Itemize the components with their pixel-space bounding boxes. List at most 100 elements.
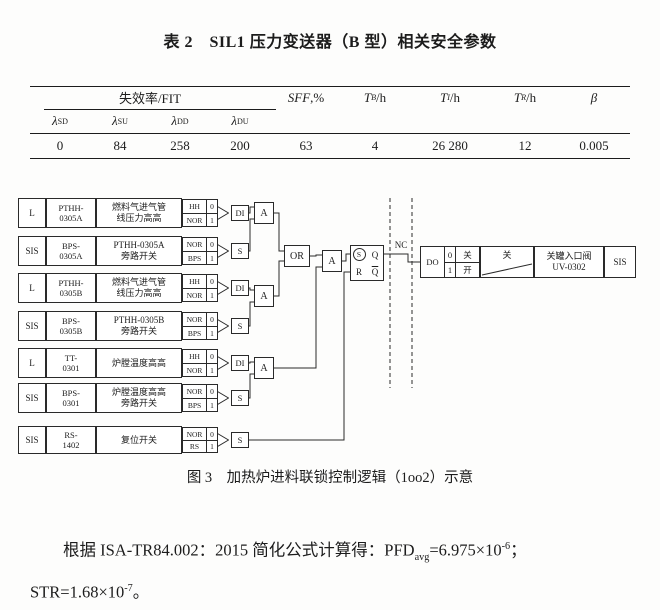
desc-line: 线压力高高 bbox=[116, 288, 162, 298]
lambda-sub: SD bbox=[57, 116, 68, 126]
io-type-box: S bbox=[231, 243, 249, 259]
desc-line: 旁路开关 bbox=[120, 398, 157, 408]
io-type-box: DI bbox=[231, 280, 249, 296]
state-bit: 1 bbox=[206, 251, 217, 264]
state-label: NOR bbox=[183, 363, 206, 376]
lambda-base: λ bbox=[171, 113, 177, 128]
body-paragraph: 根据 ISA-TR84.002：2015 简化公式计算得：PFDavg=6.97… bbox=[30, 526, 636, 610]
desc-box: 炉膛温度高高 bbox=[96, 348, 182, 378]
tag-line: 0305B bbox=[59, 326, 83, 336]
tag-line: RS- bbox=[64, 429, 78, 440]
pfd-subscript: avg bbox=[414, 551, 430, 563]
q-bar-output: Q bbox=[371, 266, 379, 277]
lambda-sub: SU bbox=[117, 116, 128, 126]
tag-line: 1402 bbox=[62, 440, 80, 450]
signal-triangle-icon bbox=[217, 391, 229, 405]
header-suffix: /h bbox=[526, 89, 537, 105]
io-type-box: DI bbox=[231, 355, 249, 371]
source-type-box: SIS bbox=[18, 311, 46, 341]
group-header-underline bbox=[44, 109, 276, 110]
header-base: T bbox=[439, 89, 448, 105]
lambda-sub: DU bbox=[237, 116, 249, 126]
tag-box: RS-1402 bbox=[46, 426, 96, 454]
tag-line: TT- bbox=[64, 352, 78, 363]
do-bit: 0 bbox=[445, 247, 456, 262]
desc-line: 炉膛温度高高 bbox=[111, 357, 166, 368]
figure-caption: 图 3 加热炉进料联锁控制逻辑（1oo2）示意 bbox=[186, 470, 474, 486]
state-label: NOR bbox=[186, 315, 203, 324]
tag-line: 0301 bbox=[62, 398, 80, 408]
desc-box: 燃料气进气管线压力高高 bbox=[96, 273, 182, 303]
state-bit: 0 bbox=[206, 238, 217, 251]
exponent: -6 bbox=[501, 541, 511, 552]
header-base: SFF bbox=[287, 89, 311, 105]
state-label: NOR bbox=[186, 429, 203, 439]
state-bit: 0 bbox=[206, 313, 217, 326]
tag-line: PTHH- bbox=[58, 277, 84, 288]
valve-desc-box: 关罐入口阀 UV-0302 bbox=[534, 246, 604, 278]
signal-triangle-icon bbox=[217, 244, 229, 258]
tag-box: PTHH-0305B bbox=[46, 273, 96, 303]
signal-triangle-icon bbox=[217, 206, 229, 220]
signal-triangle-icon bbox=[217, 281, 229, 295]
header-base: T bbox=[363, 89, 372, 105]
signal-triangle-icon bbox=[217, 319, 229, 333]
set-input: S bbox=[352, 248, 366, 261]
cell-value: 12 bbox=[518, 137, 532, 153]
col-group-failure-rate: 失效率/FIT bbox=[118, 91, 182, 106]
cell-value: 84 bbox=[113, 137, 127, 153]
state-label: BPS bbox=[183, 251, 206, 264]
state-bit: 1 bbox=[206, 398, 217, 411]
paragraph-line-2: STR=1.68×10-7。 bbox=[30, 568, 636, 610]
tag-line: 0305A bbox=[59, 251, 83, 261]
table-data-row: 0 84 258 200 63 4 26 280 12 0.005 bbox=[30, 135, 630, 156]
lambda-base: λ bbox=[231, 113, 237, 128]
io-type-box: S bbox=[231, 390, 249, 406]
cell-value: 63 bbox=[299, 137, 313, 153]
table-title: 表 2 SIL1 压力变送器（B 型）相关安全参数 bbox=[163, 34, 497, 51]
text-segment: 根据 ISA-TR84.002：2015 简化公式计算得：PFD bbox=[63, 540, 415, 560]
tag-box: TT-0301 bbox=[46, 348, 96, 378]
header-sub: R bbox=[521, 93, 527, 102]
cell-value: 258 bbox=[170, 137, 190, 153]
signal-triangle-icon bbox=[217, 433, 229, 447]
state-bit: 0 bbox=[206, 275, 217, 288]
valve-action-box: 关 bbox=[480, 246, 534, 278]
cell-value: 26 280 bbox=[432, 137, 468, 153]
desc-box: 复位开关 bbox=[96, 426, 182, 454]
source-type-box: L bbox=[18, 273, 46, 303]
io-type-box: S bbox=[231, 318, 249, 334]
and-gate-4: A bbox=[322, 250, 342, 272]
cell-value: 4 bbox=[371, 137, 379, 153]
state-bit: 0 bbox=[206, 350, 217, 363]
state-bit: 0 bbox=[206, 428, 217, 440]
tag-line: 0305B bbox=[59, 288, 83, 298]
cell-value: 200 bbox=[230, 137, 250, 153]
valve-action-label: 关 bbox=[502, 250, 512, 260]
desc-line: 复位开关 bbox=[120, 434, 157, 445]
state-label: HH bbox=[189, 202, 200, 211]
desc-box: 炉膛温度高高旁路开关 bbox=[96, 383, 182, 413]
lambda-base: λ bbox=[112, 113, 118, 128]
tag-box: BPS-0305B bbox=[46, 311, 96, 341]
header-suffix: ,% bbox=[310, 89, 325, 105]
